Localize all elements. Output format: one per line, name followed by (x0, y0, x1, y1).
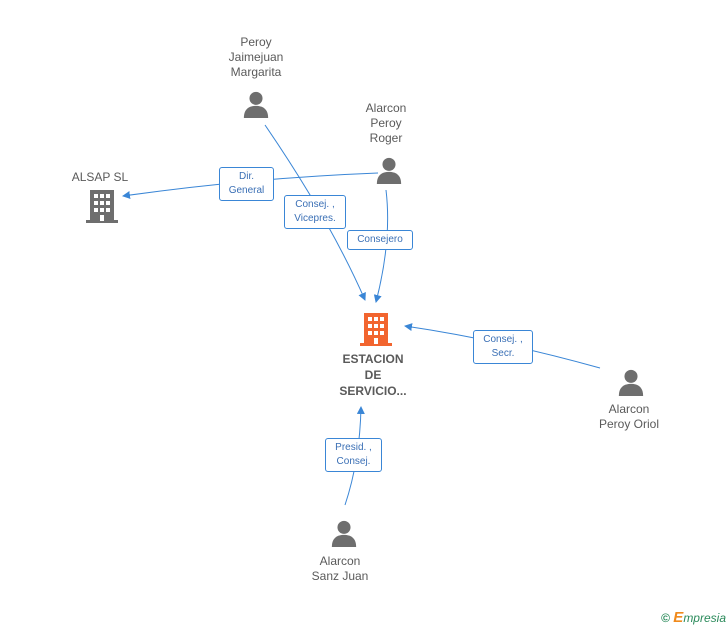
edge-label-consej-secr: Consej. , Secr. (473, 330, 533, 364)
person-icon-margarita[interactable] (243, 91, 269, 118)
edge-label-dir-general: Dir. General (219, 167, 274, 201)
node-label-oriol[interactable]: Alarcon Peroy Oriol (598, 402, 660, 431)
person-icon-oriol[interactable] (618, 369, 644, 396)
node-label-alsap[interactable]: ALSAP SL (71, 170, 129, 184)
node-label-roger[interactable]: Alarcon Peroy Roger (365, 101, 407, 145)
node-label-estacion[interactable]: ESTACION DE SERVICIO... (339, 352, 407, 398)
brand-initial: E (673, 609, 684, 626)
company-icon-estacion[interactable] (360, 313, 392, 346)
person-icon-juan[interactable] (331, 520, 357, 547)
node-label-juan[interactable]: Alarcon Sanz Juan (311, 554, 369, 583)
person-icon-roger[interactable] (376, 157, 402, 184)
copyright-symbol: © (661, 611, 670, 625)
edge-label-presid-consej: Presid. , Consej. (325, 438, 382, 472)
edge-label-consej-vicepres: Consej. , Vicepres. (284, 195, 346, 229)
copyright-footer: © Empresia (661, 609, 726, 626)
brand-logo-text: mpresia (683, 611, 726, 625)
edge-label-consejero: Consejero (347, 230, 413, 250)
node-label-margarita[interactable]: Peroy Jaimejuan Margarita (228, 35, 284, 79)
company-icon-alsap[interactable] (86, 190, 118, 223)
